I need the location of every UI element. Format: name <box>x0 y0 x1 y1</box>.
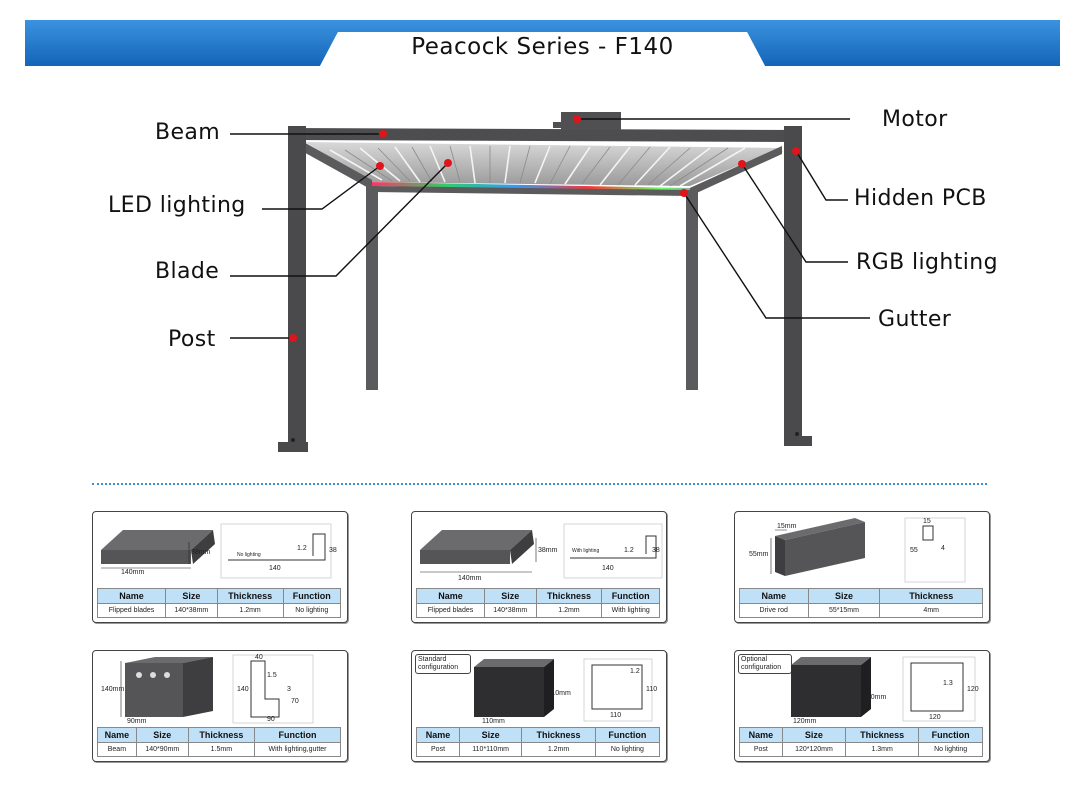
svg-text:1.3: 1.3 <box>943 680 953 687</box>
callout-hidden-pcb: Hidden PCB <box>854 186 987 211</box>
svg-text:38mm: 38mm <box>538 547 558 554</box>
config-badge: Standard configuration <box>415 654 471 674</box>
drive-rod-drawing: 15mm 55mm 15 55 4 <box>749 517 966 583</box>
left-side-beam <box>300 140 372 190</box>
header-banner: Peacock Series - F140 <box>25 20 1060 66</box>
svg-text:110: 110 <box>646 686 657 693</box>
svg-text:110mm: 110mm <box>482 718 505 725</box>
svg-text:120mm: 120mm <box>793 718 817 725</box>
config-badge: Optional configuration <box>738 654 792 674</box>
svg-text:140: 140 <box>269 565 281 572</box>
blade-profile-drawing: 140mm 38mm No lighting 1.2 38 140 <box>101 523 337 579</box>
svg-text:With lighting: With lighting <box>572 548 599 554</box>
spec-card-post-optional: Optional configuration 120mm 120mm 1.3 1… <box>734 650 990 762</box>
svg-text:38: 38 <box>329 547 337 554</box>
blade-profile-drawing: 140mm 38mm With lighting 1.2 38 140 <box>420 523 663 582</box>
svg-text:120: 120 <box>967 686 979 693</box>
front-beam <box>288 128 800 142</box>
svg-text:110: 110 <box>610 712 621 719</box>
callout-beam: Beam <box>155 120 221 145</box>
svg-text:1.2: 1.2 <box>624 547 634 554</box>
leader-lines <box>230 118 870 339</box>
svg-text:38mm: 38mm <box>191 549 211 556</box>
svg-text:1.2: 1.2 <box>630 668 640 675</box>
callout-post: Post <box>168 327 216 352</box>
svg-text:15mm: 15mm <box>777 523 797 530</box>
callout-blade: Blade <box>155 259 220 284</box>
beam-profile-drawing: 140mm 90mm 40 140 90 1.5 70 3 <box>101 654 314 725</box>
back-left-post <box>366 186 378 390</box>
svg-text:4: 4 <box>941 545 945 552</box>
page-title: Peacock Series - F140 <box>411 34 674 60</box>
svg-text:140mm: 140mm <box>458 575 482 582</box>
svg-text:15: 15 <box>923 518 931 525</box>
motor-box <box>561 112 621 130</box>
blade-lines <box>344 145 729 187</box>
callout-gutter: Gutter <box>878 307 952 332</box>
svg-text:90mm: 90mm <box>127 718 147 725</box>
spec-card-flipped-blades-lighting: 140mm 38mm With lighting 1.2 38 140 Name… <box>411 511 667 623</box>
back-right-post <box>686 190 698 390</box>
svg-text:140: 140 <box>602 565 614 572</box>
svg-text:140mm: 140mm <box>101 686 125 693</box>
svg-text:140mm: 140mm <box>121 569 145 576</box>
svg-text:1.2: 1.2 <box>297 545 307 552</box>
svg-text:55: 55 <box>910 547 918 554</box>
front-right-post <box>784 126 802 444</box>
right-side-beam <box>690 146 782 196</box>
callout-motor: Motor <box>882 107 948 132</box>
svg-text:70: 70 <box>291 698 299 705</box>
spec-card-post-standard: Standard configuration 110mm 110mm 1.2 1… <box>411 650 667 762</box>
callout-rgb-lighting: RGB lighting <box>856 250 998 275</box>
blade-highlights <box>329 145 746 187</box>
post-profile-drawing: 120mm 120mm 1.3 120 120 <box>791 656 979 725</box>
svg-text:90: 90 <box>267 716 275 723</box>
svg-text:140: 140 <box>237 686 249 693</box>
dotted-divider <box>92 483 987 485</box>
back-gutter-beam <box>372 186 690 196</box>
pergola-diagram <box>230 112 870 452</box>
svg-text:55mm: 55mm <box>749 551 769 558</box>
svg-text:110mm: 110mm <box>548 690 571 697</box>
callout-dots <box>289 115 800 342</box>
svg-text:120: 120 <box>929 714 941 721</box>
svg-text:38: 38 <box>652 547 660 554</box>
svg-text:1.5: 1.5 <box>267 672 277 679</box>
svg-text:No lighting: No lighting <box>237 552 261 558</box>
header-band-shape <box>25 20 1060 66</box>
svg-text:40: 40 <box>255 654 263 661</box>
svg-text:120mm: 120mm <box>863 694 887 701</box>
front-left-post <box>288 126 306 450</box>
post-profile-drawing: 110mm 110mm 1.2 110 110 <box>474 658 657 725</box>
callout-led-lighting: LED lighting <box>108 193 246 218</box>
svg-text:3: 3 <box>287 686 291 693</box>
